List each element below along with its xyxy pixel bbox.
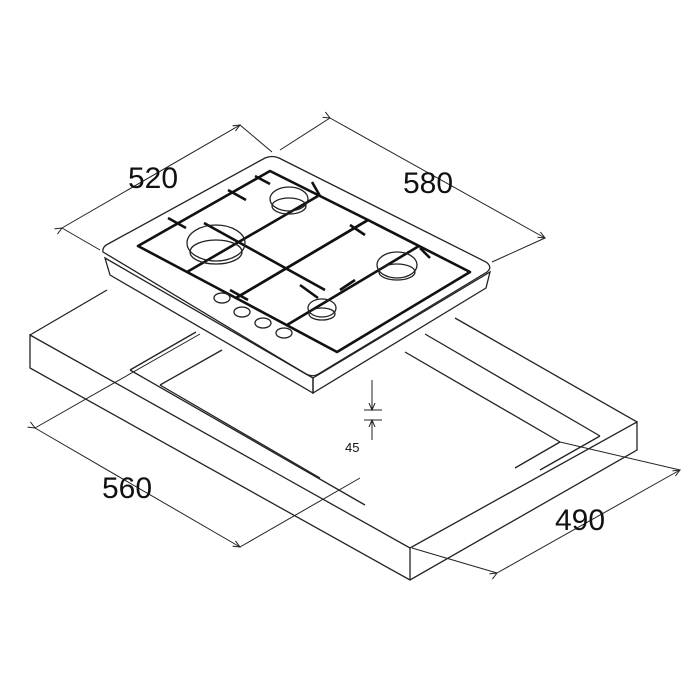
control-knobs	[213, 292, 293, 339]
gas-hob	[102, 155, 492, 395]
dimension-580: 580	[279, 118, 545, 263]
dimension-45: 45	[345, 380, 382, 455]
dimension-520: 520	[62, 125, 273, 251]
countertop	[29, 289, 638, 581]
dimension-560: 560	[35, 333, 361, 547]
dimension-label-560: 560	[102, 472, 152, 505]
dimension-label-580: 580	[403, 167, 453, 200]
dimension-label-490: 490	[555, 504, 605, 537]
burners	[186, 186, 418, 321]
dimension-label-520: 520	[128, 162, 178, 195]
dimension-label-45: 45	[345, 440, 359, 455]
dimension-490: 490	[411, 441, 680, 573]
